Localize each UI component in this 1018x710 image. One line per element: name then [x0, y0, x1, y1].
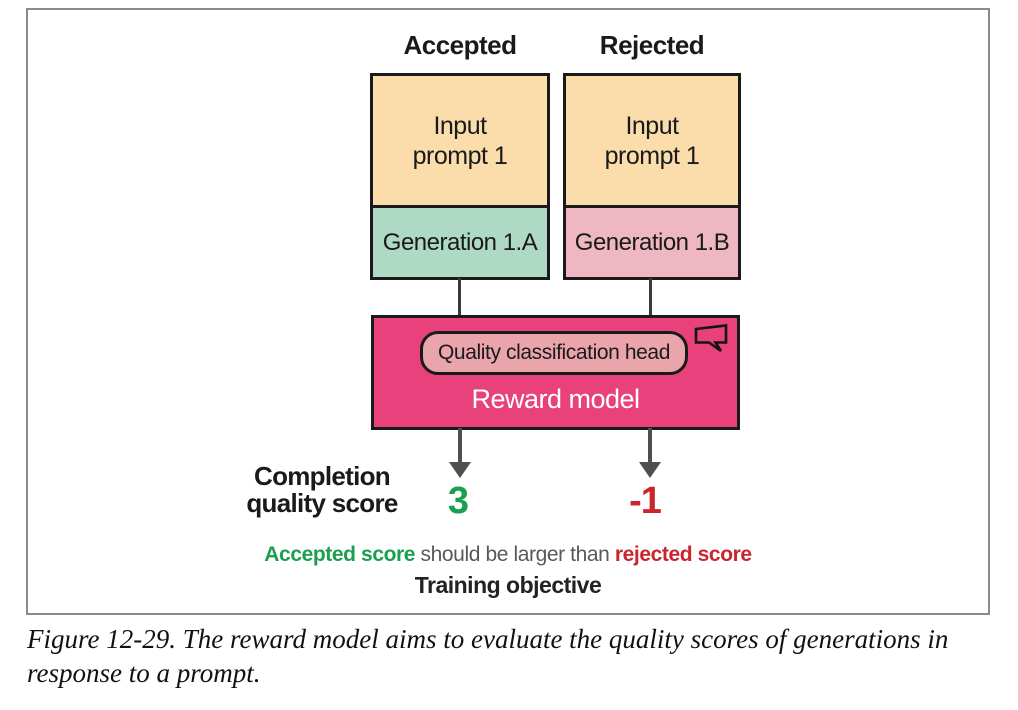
caption-line2: response to a prompt.	[27, 658, 261, 688]
prompt-text-line1: Input	[625, 111, 679, 140]
score-arrow-rejected	[648, 428, 652, 464]
generation-label: Generation 1.B	[574, 228, 730, 256]
training-objective-title: Training objective	[414, 572, 602, 598]
accepted-score-value: 3	[447, 480, 469, 522]
caption-line1: Figure 12-29. The reward model aims to e…	[27, 624, 949, 654]
score-arrowhead-accepted	[449, 462, 471, 478]
accepted-score-text: Accepted score	[264, 543, 416, 566]
prompt-text-line1: Input	[433, 111, 487, 140]
prompt-text-line2: prompt 1	[604, 141, 700, 170]
connector-line-rejected	[649, 278, 652, 318]
score-label-line1: Completion	[254, 461, 391, 491]
input-prompt-box-rejected: Input prompt 1	[563, 73, 741, 208]
generation-box-accepted: Generation 1.A	[370, 205, 550, 280]
score-arrowhead-rejected	[639, 462, 661, 478]
quality-classification-head-pill: Quality classification head	[420, 331, 688, 375]
connector-line-accepted	[458, 278, 461, 318]
generation-label: Generation 1.A	[382, 228, 538, 256]
reward-model-box: Quality classification head Reward model	[371, 315, 740, 430]
quality-classification-head-label: Quality classification head	[438, 341, 670, 364]
figure-caption: Figure 12-29. The reward model aims to e…	[27, 622, 987, 690]
reward-model-label: Reward model	[471, 384, 640, 414]
completion-quality-score-label: Completion quality score	[238, 463, 406, 517]
rejected-score-text: rejected score	[614, 543, 752, 566]
score-label-line2: quality score	[246, 488, 398, 518]
prompt-text-line2: prompt 1	[412, 141, 508, 170]
score-arrow-accepted	[458, 428, 462, 464]
generation-box-rejected: Generation 1.B	[563, 205, 741, 280]
column-header-rejected: Rejected	[599, 30, 705, 60]
input-prompt-box-accepted: Input prompt 1	[370, 73, 550, 208]
training-objective-sentence: Accepted score should be larger than rej…	[28, 543, 988, 567]
objective-middle-text: should be larger than	[415, 543, 615, 566]
rejected-score-value: -1	[629, 480, 662, 522]
figure-frame: Accepted Rejected Input prompt 1 Input p…	[26, 8, 990, 615]
comment-bubble-icon	[693, 323, 729, 360]
column-header-accepted: Accepted	[403, 30, 517, 60]
